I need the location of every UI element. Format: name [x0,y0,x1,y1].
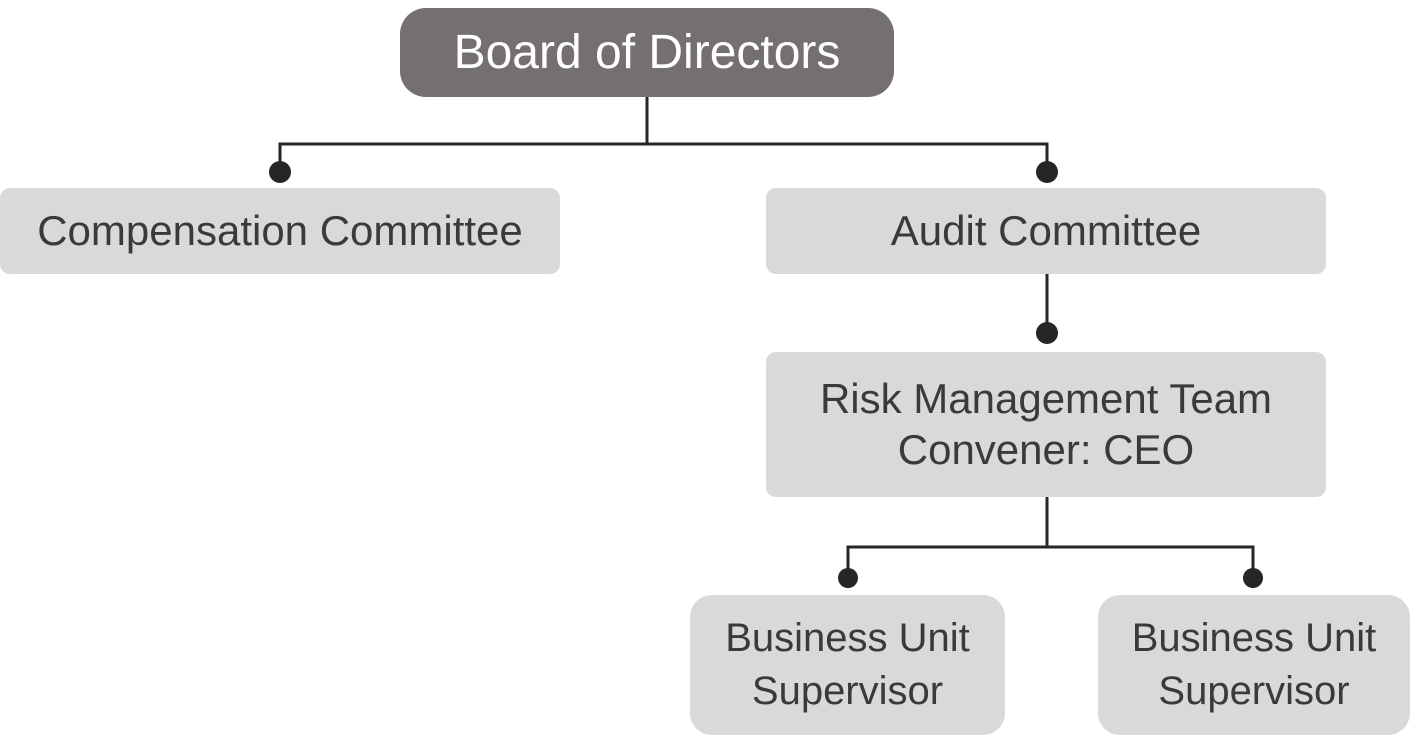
node-business-unit-supervisor-1: Business Unit Supervisor [690,595,1005,735]
junction-dot-compensation [269,161,291,183]
node-business-unit-supervisor-2: Business Unit Supervisor [1098,595,1410,735]
edge-board-to-committees [278,97,1049,166]
node-audit-committee: Audit Committee [766,188,1326,274]
node-compensation-committee: Compensation Committee [0,188,560,274]
junction-dot-supervisor-2 [1243,568,1263,588]
node-risk-management-team: Risk Management Team Convener: CEO [766,352,1326,497]
junction-dot-supervisor-1 [838,568,858,588]
node-board-of-directors: Board of Directors [400,8,894,97]
junction-dot-risk [1036,322,1058,344]
edge-risk-to-supervisors [846,497,1255,570]
junction-dot-audit [1036,161,1058,183]
